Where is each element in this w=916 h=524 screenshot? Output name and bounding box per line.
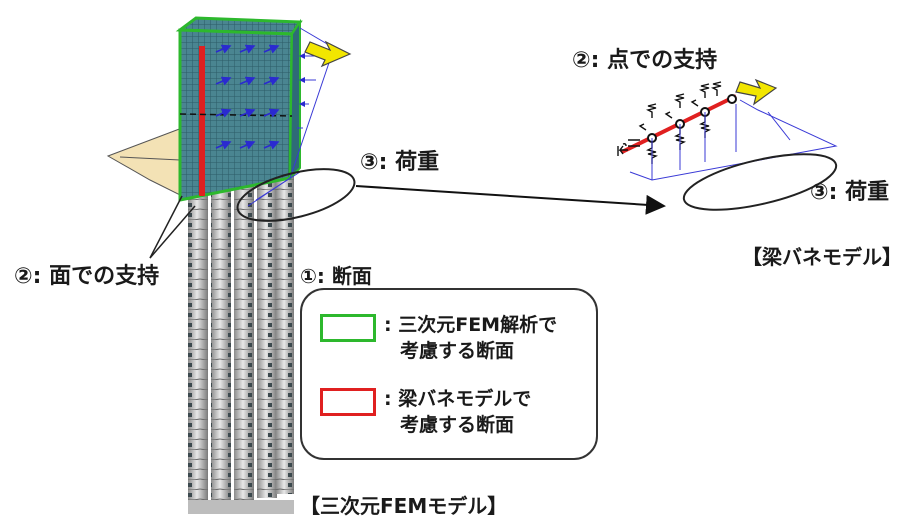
load-arrow-left <box>304 40 352 68</box>
fem-internal-load-arrows <box>215 44 280 150</box>
load-arrow-right <box>735 78 778 106</box>
springs <box>617 81 722 164</box>
fem-model <box>106 16 356 514</box>
legend-beam-line1: : 梁バネモデルで <box>384 388 532 410</box>
legend-fem-line2: 考慮する断面 <box>400 340 515 362</box>
footing-plate <box>106 127 183 197</box>
support-surface-label: ②: 面での支持 <box>14 264 160 289</box>
load-ellipse-right <box>682 153 838 211</box>
wall-side-face <box>288 18 301 181</box>
support-point-label: ②: 点での支持 <box>572 48 718 73</box>
beam-model-title: 【梁バネモデル】 <box>742 245 902 269</box>
legend-fem-line1: : 三次元FEM解析で <box>384 314 558 336</box>
section-legend: : 三次元FEM解析で 考慮する断面 : 梁バネモデルで 考慮する断面 <box>300 288 598 460</box>
fem-section-swatch <box>320 314 376 342</box>
legend-beam-line2: 考慮する断面 <box>400 414 515 436</box>
section-heading: ①: 断面 <box>300 264 372 288</box>
beam-section-swatch <box>320 388 376 416</box>
load-label-left: ③: 荷重 <box>360 150 440 175</box>
fem-model-title: 【三次元FEMモデル】 <box>300 494 508 518</box>
beam-load-lines <box>629 99 838 181</box>
load-ellipse-left <box>236 168 356 222</box>
load-label-right: ③: 荷重 <box>810 180 890 205</box>
beam-spring-model <box>617 78 838 211</box>
pile-group <box>188 176 294 514</box>
support-surface-callout <box>149 195 196 259</box>
transfer-arrow <box>355 185 666 215</box>
